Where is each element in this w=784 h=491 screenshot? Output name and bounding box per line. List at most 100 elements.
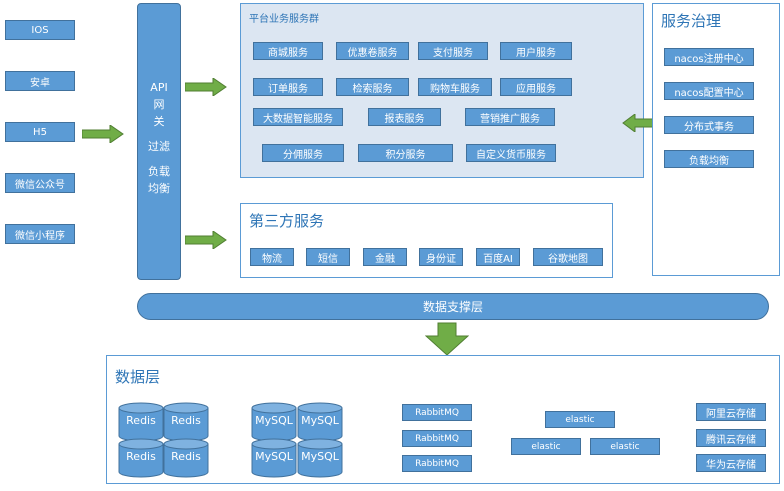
arrow-right-icon bbox=[185, 78, 227, 96]
cloud-storage-label: 腾讯云存储 bbox=[706, 434, 756, 446]
client-label: 安卓 bbox=[30, 77, 50, 89]
service-label: 大数据智能服务 bbox=[263, 113, 333, 125]
mysql-database-icon: MySQL bbox=[297, 402, 343, 442]
client-ios: IOS bbox=[5, 20, 75, 40]
client-label: H5 bbox=[33, 126, 47, 138]
service-label: 应用服务 bbox=[516, 83, 556, 95]
service-label: 报表服务 bbox=[384, 113, 425, 125]
third-party-title: 第三方服务 bbox=[249, 212, 325, 230]
governance-label: nacos配置中心 bbox=[674, 87, 744, 99]
service-label: 用户服务 bbox=[516, 47, 556, 59]
cloud-storage-item: 阿里云存储 bbox=[696, 403, 766, 421]
redis-label: Redis bbox=[171, 450, 201, 463]
gateway-text: API bbox=[150, 81, 168, 94]
gateway-text: 过滤 bbox=[148, 140, 170, 153]
redis-database-icon: Redis bbox=[163, 438, 209, 478]
third-party-label: 物流 bbox=[262, 253, 282, 265]
service-label: 分佣服务 bbox=[283, 149, 323, 161]
third-party-label: 谷歌地图 bbox=[548, 253, 588, 265]
client-label: IOS bbox=[31, 24, 49, 36]
redis-label: Redis bbox=[126, 450, 156, 463]
service-item: 大数据智能服务 bbox=[253, 108, 343, 126]
arrow-right-icon bbox=[185, 231, 227, 249]
redis-label: Redis bbox=[126, 414, 156, 427]
client-android: 安卓 bbox=[5, 71, 75, 91]
service-item: 积分服务 bbox=[358, 144, 453, 162]
rabbitmq-label: RabbitMQ bbox=[415, 433, 459, 444]
redis-label: Redis bbox=[171, 414, 201, 427]
data-layer-title: 数据层 bbox=[115, 368, 161, 386]
third-party-label: 金融 bbox=[375, 253, 395, 265]
service-label: 购物车服务 bbox=[430, 83, 480, 95]
rabbitmq-label: RabbitMQ bbox=[415, 407, 459, 418]
governance-item: nacos注册中心 bbox=[664, 48, 754, 66]
client-label: 微信公众号 bbox=[15, 179, 65, 191]
data-support-layer: 数据支撑层 bbox=[137, 293, 769, 320]
mysql-database-icon: MySQL bbox=[251, 402, 297, 442]
arrow-down-icon bbox=[425, 322, 469, 356]
service-item: 订单服务 bbox=[253, 78, 323, 96]
gateway-text: 均衡 bbox=[148, 182, 170, 195]
client-wechat-miniprogram: 微信小程序 bbox=[5, 224, 75, 244]
redis-database-icon: Redis bbox=[118, 438, 164, 478]
service-item: 自定义货币服务 bbox=[466, 144, 556, 162]
redis-database-icon: Redis bbox=[163, 402, 209, 442]
service-item: 用户服务 bbox=[500, 42, 572, 60]
cloud-storage-item: 腾讯云存储 bbox=[696, 429, 766, 447]
rabbitmq-item: RabbitMQ bbox=[402, 455, 472, 472]
governance-item: 分布式事务 bbox=[664, 116, 754, 134]
third-party-label: 百度AI bbox=[483, 253, 513, 265]
service-item: 购物车服务 bbox=[418, 78, 492, 96]
service-item: 检索服务 bbox=[336, 78, 409, 96]
third-party-item: 短信 bbox=[306, 248, 350, 266]
cloud-storage-item: 华为云存储 bbox=[696, 454, 766, 472]
mysql-label: MySQL bbox=[301, 414, 339, 427]
governance-panel: 服务治理 bbox=[652, 3, 780, 276]
mysql-label: MySQL bbox=[301, 450, 339, 463]
third-party-item: 身份证 bbox=[419, 248, 463, 266]
redis-database-icon: Redis bbox=[118, 402, 164, 442]
arrow-left-icon bbox=[622, 114, 654, 132]
service-label: 检索服务 bbox=[352, 83, 393, 95]
gateway-text: 网 bbox=[153, 98, 165, 111]
governance-label: 分布式事务 bbox=[684, 121, 734, 133]
mysql-label: MySQL bbox=[255, 450, 293, 463]
elastic-label: elastic bbox=[531, 441, 561, 452]
arrow-right-icon bbox=[82, 125, 124, 143]
mysql-database-icon: MySQL bbox=[251, 438, 297, 478]
client-label: 微信小程序 bbox=[15, 230, 65, 242]
third-party-item: 物流 bbox=[250, 248, 294, 266]
client-wechat-official: 微信公众号 bbox=[5, 173, 75, 193]
third-party-item: 谷歌地图 bbox=[533, 248, 603, 266]
platform-title: 平台业务服务群 bbox=[249, 14, 319, 25]
rabbitmq-label: RabbitMQ bbox=[415, 458, 459, 469]
service-label: 自定义货币服务 bbox=[476, 149, 546, 161]
governance-label: nacos注册中心 bbox=[674, 53, 744, 65]
service-item: 分佣服务 bbox=[262, 144, 344, 162]
third-party-panel: 第三方服务 bbox=[240, 203, 613, 278]
service-label: 支付服务 bbox=[433, 47, 473, 59]
elastic-item: elastic bbox=[545, 411, 615, 428]
service-item: 商城服务 bbox=[253, 42, 323, 60]
service-label: 订单服务 bbox=[268, 83, 308, 95]
rabbitmq-item: RabbitMQ bbox=[402, 430, 472, 447]
rabbitmq-item: RabbitMQ bbox=[402, 404, 472, 421]
third-party-item: 百度AI bbox=[476, 248, 520, 266]
third-party-label: 短信 bbox=[318, 253, 338, 265]
service-label: 优惠卷服务 bbox=[347, 47, 398, 59]
mysql-label: MySQL bbox=[255, 414, 293, 427]
mysql-database-icon: MySQL bbox=[297, 438, 343, 478]
service-item: 营销推广服务 bbox=[465, 108, 555, 126]
governance-title: 服务治理 bbox=[661, 12, 722, 30]
service-item: 支付服务 bbox=[418, 42, 488, 60]
elastic-label: elastic bbox=[565, 414, 595, 425]
service-label: 商城服务 bbox=[268, 47, 308, 59]
governance-item: nacos配置中心 bbox=[664, 82, 754, 100]
third-party-label: 身份证 bbox=[426, 253, 456, 265]
governance-label: 负载均衡 bbox=[689, 155, 729, 167]
service-label: 营销推广服务 bbox=[480, 113, 540, 125]
api-gateway: API 网 关 过滤 负载 均衡 bbox=[137, 3, 181, 280]
service-item: 报表服务 bbox=[368, 108, 441, 126]
client-h5: H5 bbox=[5, 122, 75, 142]
gateway-text: 关 bbox=[153, 115, 165, 128]
